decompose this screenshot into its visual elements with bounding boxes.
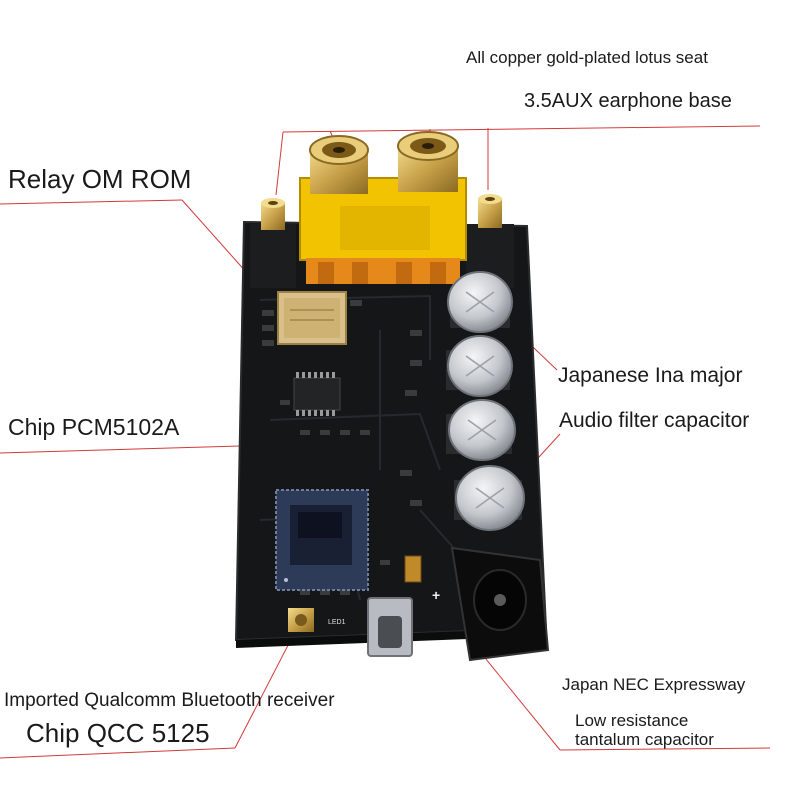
chip-pcm-label: Chip PCM5102A <box>8 414 180 440</box>
rca-jack-left <box>309 135 369 194</box>
pcm5102a-chip <box>293 377 341 411</box>
tantalum-label: tantalum capacitor <box>575 730 714 749</box>
aux-base-label: 3.5AUX earphone base <box>524 90 732 112</box>
filter-capacitor-label: Audio filter capacitor <box>559 409 750 432</box>
qcc-chip-label: Chip QCC 5125 <box>26 718 210 748</box>
dc-power-jack <box>450 546 550 662</box>
aux-jack-left <box>250 198 296 288</box>
rca-connector-block <box>299 131 467 284</box>
capacitor-4 <box>454 465 525 531</box>
capacitor-3 <box>446 399 516 461</box>
rca-jack-right <box>397 131 459 192</box>
antenna-connector <box>288 608 314 632</box>
ina-major-label: Japanese Ina major <box>558 364 743 387</box>
led-marking: LED1 <box>328 619 346 626</box>
plus-marking: + <box>432 587 440 603</box>
nec-label: Japan NEC Expressway <box>562 675 746 694</box>
qualcomm-label: Imported Qualcomm Bluetooth receiver <box>4 690 335 711</box>
relay-component <box>277 291 347 345</box>
capacitor-2 <box>446 335 513 397</box>
capacitor-1 <box>447 271 513 333</box>
audio-filter-capacitors <box>446 271 525 531</box>
tantalum-capacitor <box>404 555 422 583</box>
relay-label: Relay OM ROM <box>8 164 192 194</box>
low-resistance-label: Low resistance <box>575 711 689 730</box>
usb-c-port <box>367 597 413 657</box>
bluetooth-module <box>275 489 369 591</box>
copper-seat-label: All copper gold-plated lotus seat <box>466 48 708 67</box>
